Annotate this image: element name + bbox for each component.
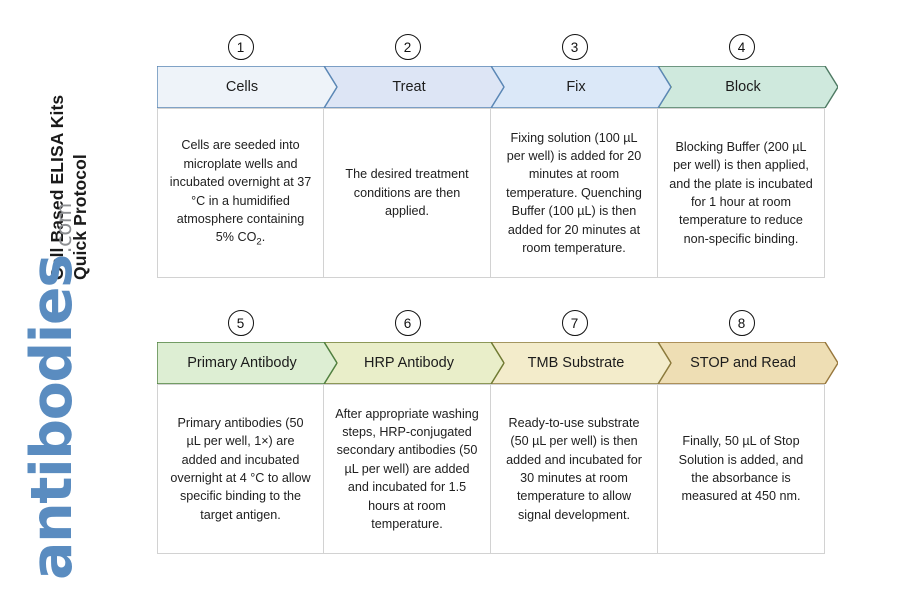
step-header-1[interactable]: Cells xyxy=(157,66,337,108)
step-header-label: Block xyxy=(725,79,761,95)
step-body-text: Primary antibodies (50 µL per well, 1×) … xyxy=(170,415,311,522)
step-body-text: Fixing solution (100 µL per well) is add… xyxy=(506,130,642,255)
protocol-row-2: 5 6 7 8 Primary Antibody HRP Antibody TMB Sub… xyxy=(157,310,857,554)
step-body-text: The desired treatment conditions are the… xyxy=(345,167,469,219)
step-header-shape xyxy=(157,66,337,108)
step-header-2[interactable]: Treat xyxy=(324,66,504,108)
step-header-label: Treat xyxy=(392,79,426,95)
left-rail: Cell Based ELISA Kits Quick Protocol ant… xyxy=(0,0,152,594)
step-body-6: After appropriate washing steps, HRP-con… xyxy=(324,384,491,554)
protocol-row-1: 1 2 3 4 Cells Treat Fix Block Cells are seeded… xyxy=(157,34,857,278)
step-header-shape xyxy=(324,66,504,108)
step-body-5: Primary antibodies (50 µL per well, 1×) … xyxy=(157,384,324,554)
step-body-8: Finally, 50 µL of Stop Solution is added… xyxy=(658,384,825,554)
step-number-badge: 8 xyxy=(728,310,755,336)
step-header-3[interactable]: Fix xyxy=(491,66,671,108)
step-header-label: Primary Antibody xyxy=(187,355,297,371)
step-badges-row-2: 5 6 7 8 xyxy=(157,310,843,342)
step-bodies-row-1: Cells are seeded into microplate wells a… xyxy=(157,108,827,278)
brand-logo-wordmark: antibodies xyxy=(19,255,85,580)
step-header-shape xyxy=(491,342,671,384)
step-number-badge: 1 xyxy=(227,34,254,60)
step-header-shape xyxy=(491,66,671,108)
step-header-label: HRP Antibody xyxy=(363,355,454,371)
step-header-8[interactable]: STOP and Read xyxy=(658,342,838,384)
step-badges-row-1: 1 2 3 4 xyxy=(157,34,843,66)
step-header-4[interactable]: Block xyxy=(658,66,838,108)
step-header-label: Cells xyxy=(225,79,259,95)
step-header-7[interactable]: TMB Substrate xyxy=(491,342,671,384)
step-header-label: Fix xyxy=(566,79,586,95)
brand-logo: antibodies .com xyxy=(19,203,154,582)
step-headers-row-1: Cells Treat Fix Block xyxy=(157,66,857,108)
step-header-shape xyxy=(324,342,504,384)
step-header-shape xyxy=(157,342,337,384)
step-number-badge: 2 xyxy=(394,34,421,60)
step-body-text: After appropriate washing steps, HRP-con… xyxy=(335,406,479,531)
step-body-text: Cells are seeded into microplate wells a… xyxy=(169,138,312,248)
step-body-text: Ready-to-use substrate (50 µL per well) … xyxy=(506,415,642,522)
step-number-badge: 7 xyxy=(561,310,588,336)
step-header-5[interactable]: Primary Antibody xyxy=(157,342,337,384)
step-body-1: Cells are seeded into microplate wells a… xyxy=(157,108,324,278)
step-headers-row-2: Primary Antibody HRP Antibody TMB Substrat… xyxy=(157,342,857,384)
step-header-6[interactable]: HRP Antibody xyxy=(324,342,504,384)
step-bodies-row-2: Primary antibodies (50 µL per well, 1×) … xyxy=(157,384,827,554)
step-header-shape xyxy=(658,342,838,384)
step-body-text: Blocking Buffer (200 µL per well) is the… xyxy=(669,139,813,246)
step-number-badge: 4 xyxy=(728,34,755,60)
brand-logo-tld: .com xyxy=(52,202,76,254)
step-header-shape xyxy=(658,66,838,108)
step-number-badge: 6 xyxy=(394,310,421,336)
step-body-4: Blocking Buffer (200 µL per well) is the… xyxy=(658,108,825,278)
step-body-text: Finally, 50 µL of Stop Solution is added… xyxy=(678,434,804,504)
step-body-2: The desired treatment conditions are the… xyxy=(324,108,491,278)
step-header-label: TMB Substrate xyxy=(527,355,625,371)
step-number-badge: 3 xyxy=(561,34,588,60)
step-body-7: Ready-to-use substrate (50 µL per well) … xyxy=(491,384,658,554)
step-number-badge: 5 xyxy=(227,310,254,336)
step-body-3: Fixing solution (100 µL per well) is add… xyxy=(491,108,658,278)
step-header-label: STOP and Read xyxy=(690,355,796,371)
